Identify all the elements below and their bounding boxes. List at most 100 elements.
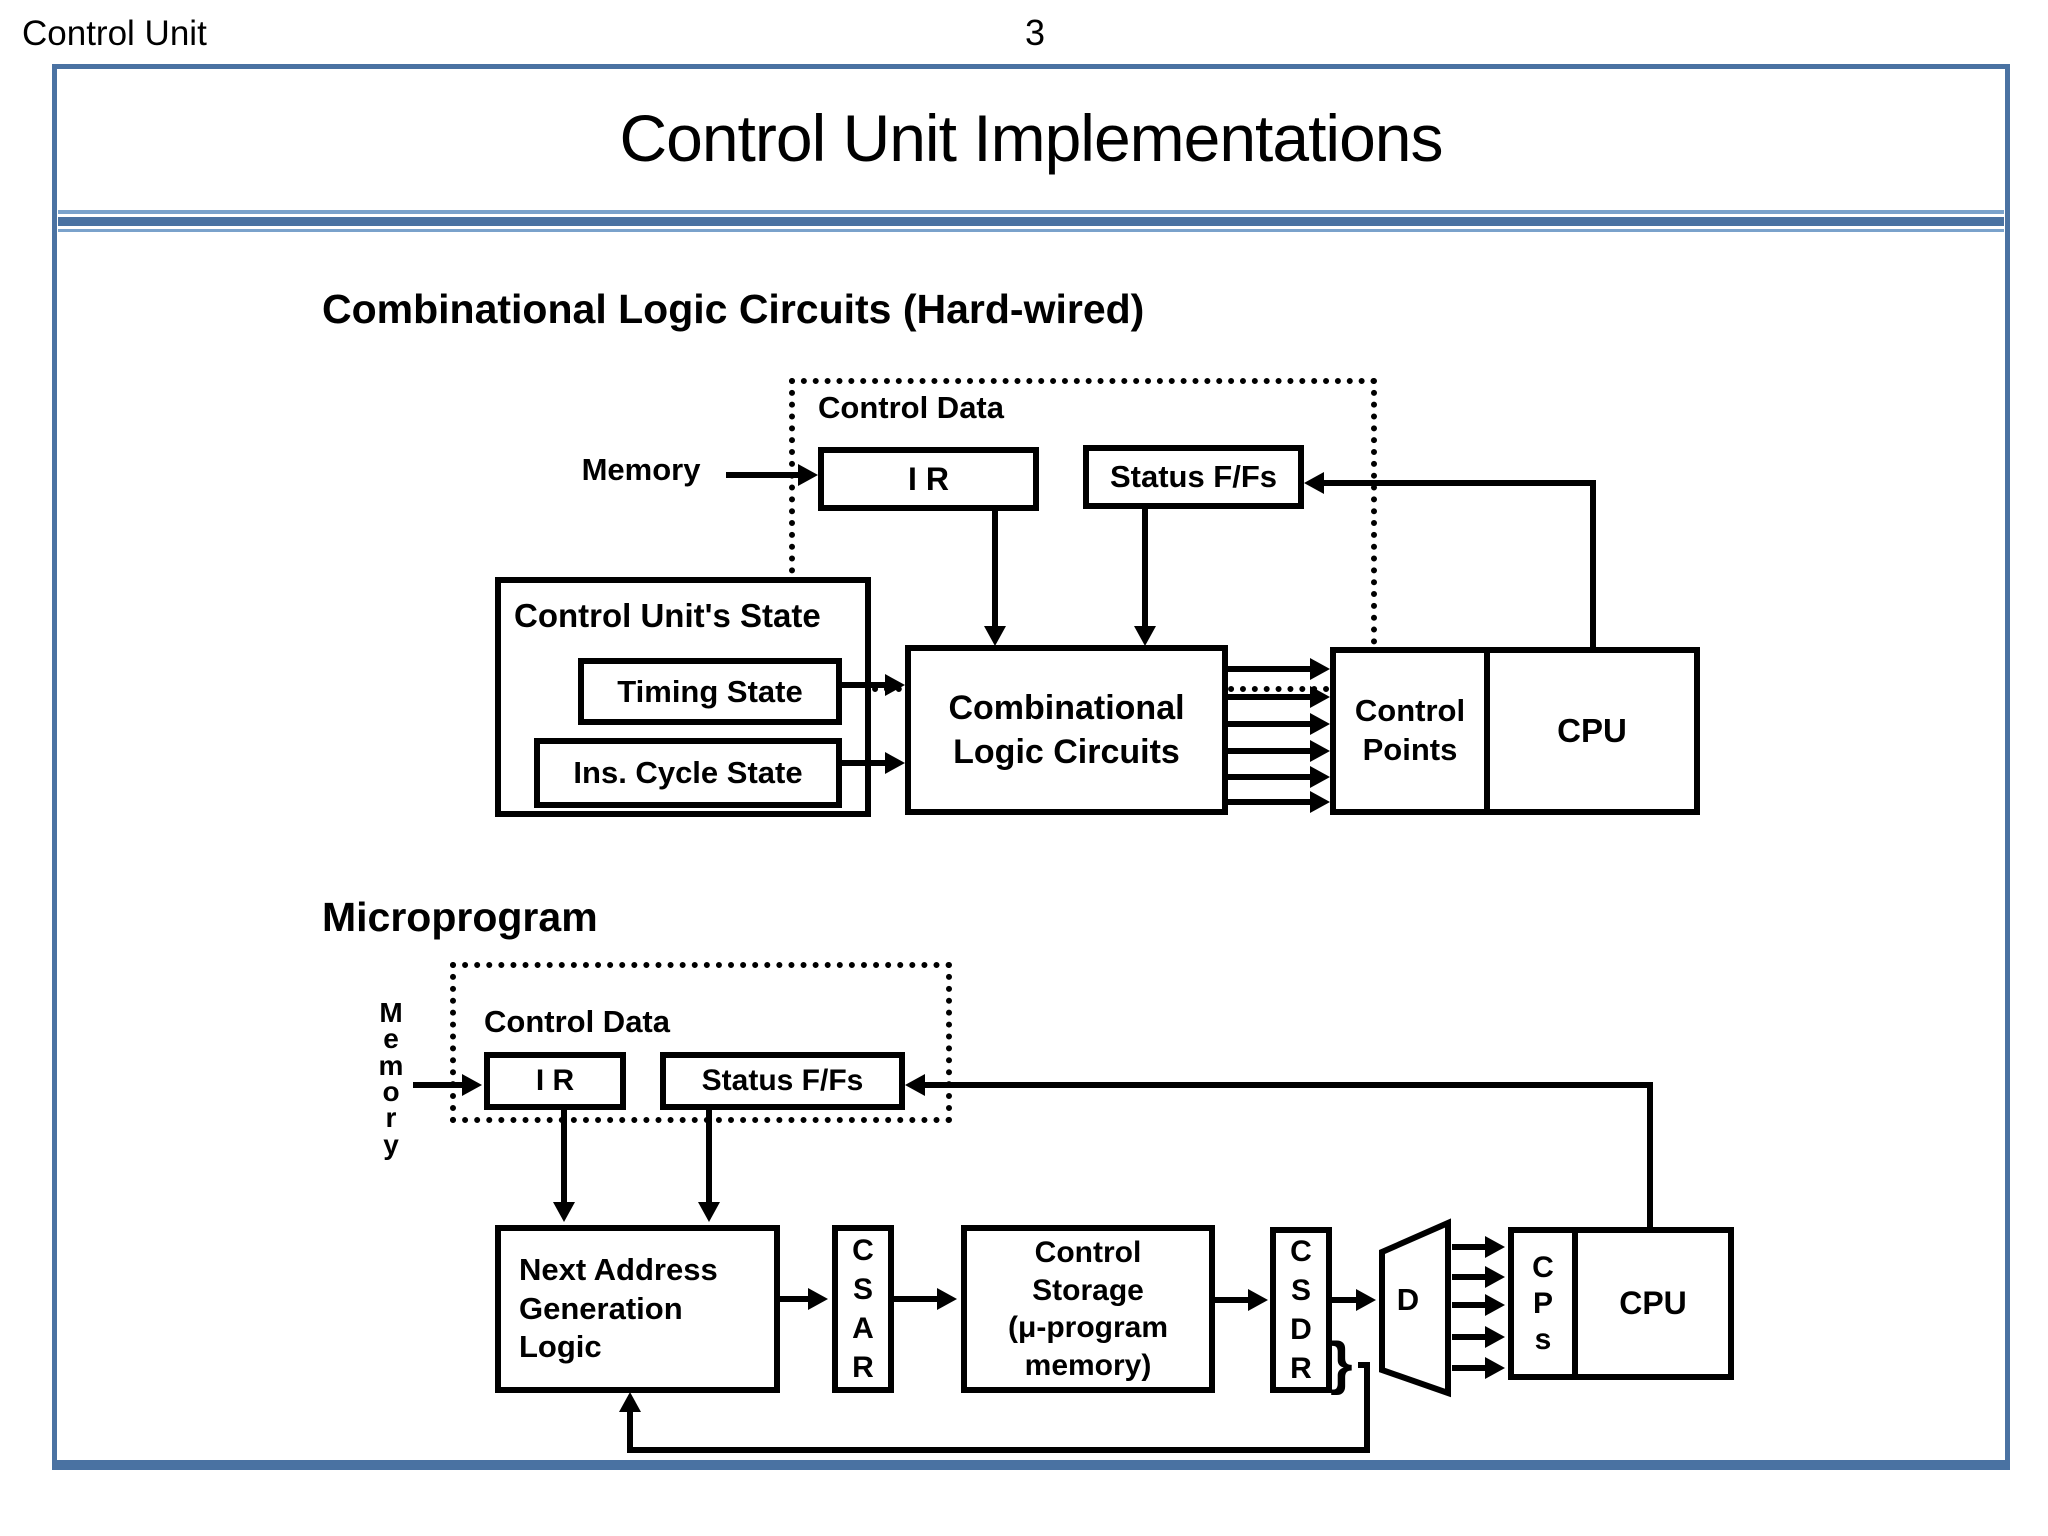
ins-cycle-state-label: Ins. Cycle State [573, 755, 803, 790]
control-signal-line-4 [1228, 748, 1313, 754]
hardwired-control-data-label: Control Data [818, 390, 1004, 425]
page-header-title: Control Unit [22, 14, 207, 53]
decoder-signal-line-2 [1452, 1274, 1488, 1280]
cpu-to-status-vline [1590, 483, 1596, 647]
control-signal-arrowhead-5 [1310, 766, 1330, 788]
control-signal-line-3 [1228, 721, 1313, 727]
control-storage-box: Control Storage (μ-program memory) [961, 1225, 1215, 1393]
csdr-brace: } [1330, 1331, 1353, 1396]
microprogram-heading: Microprogram [322, 894, 598, 940]
micro-status-ffs-box: Status F/Fs [660, 1052, 905, 1110]
decoder-signal-arrowhead-3 [1485, 1294, 1505, 1316]
csdr-to-decoder-arrowhead [1356, 1289, 1376, 1311]
control-units-state-label: Control Unit's State [514, 597, 821, 634]
decoder-signal-line-4 [1452, 1334, 1488, 1340]
control-storage-label: Control Storage (μ-program memory) [1007, 1236, 1169, 1382]
micro-cpu-to-status-hline [923, 1082, 1653, 1088]
micro-memory-label: M e m o r y [378, 997, 404, 1160]
micro-ir-down-line [561, 1110, 567, 1204]
hardwired-cpu-label: CPU [1557, 712, 1627, 749]
ins-to-clc-arrowhead [885, 752, 905, 774]
memory-to-ir-line [726, 472, 798, 478]
micro-ir-box: I R [484, 1052, 626, 1110]
timing-state-box: Timing State [578, 658, 842, 725]
cpu-to-status-hline [1322, 480, 1596, 486]
cpu-to-status-arrowhead [1304, 472, 1324, 494]
control-signal-arrowhead-3 [1310, 713, 1330, 735]
cs-to-csdr-arrowhead [1248, 1289, 1268, 1311]
status-to-clc-arrowhead [1134, 626, 1156, 646]
micro-status-down-arrowhead [698, 1202, 720, 1222]
csdr-box: C S D R [1270, 1227, 1332, 1393]
control-signal-line-5 [1228, 774, 1313, 780]
csar-to-cs-arrowhead [937, 1288, 957, 1310]
feedback-down-line [1364, 1362, 1370, 1453]
control-signal-line-6 [1228, 799, 1313, 805]
micro-memory-to-ir-arrowhead [462, 1074, 482, 1096]
page-number: 3 [1024, 12, 1046, 53]
nagl-to-csar-arrowhead [808, 1288, 828, 1310]
hardwired-memory-label: Memory [581, 452, 701, 487]
decoder-signal-arrowhead-5 [1485, 1357, 1505, 1379]
decoder-signal-arrowhead-1 [1485, 1236, 1505, 1258]
slide-title: Control Unit Implementations [619, 101, 1443, 175]
feedback-up-line [627, 1408, 633, 1450]
decoder-signal-line-5 [1452, 1365, 1488, 1371]
timing-to-clc-line [842, 682, 890, 688]
ins-cycle-state-box: Ins. Cycle State [534, 738, 842, 808]
ins-to-clc-line [842, 760, 890, 766]
control-points-label: Control Points [1354, 693, 1466, 767]
feedback-bottom-line [627, 1447, 1370, 1453]
feedback-up-arrowhead [619, 1392, 641, 1412]
csar-to-cs-line [894, 1296, 940, 1302]
control-signal-arrowhead-4 [1310, 740, 1330, 762]
control-signal-arrowhead-2 [1310, 686, 1330, 708]
clc-label: Combinational Logic Circuits [948, 688, 1185, 771]
cps-box: C P s [1508, 1227, 1578, 1380]
clc-box: Combinational Logic Circuits [905, 645, 1228, 815]
nagl-to-csar-line [780, 1296, 812, 1302]
micro-cpu-box: CPU [1572, 1227, 1734, 1380]
decoder-signal-line-3 [1452, 1302, 1488, 1308]
timing-state-label: Timing State [617, 673, 803, 709]
csdr-to-decoder-line [1332, 1297, 1360, 1303]
control-points-box: Control Points [1330, 647, 1490, 815]
micro-ir-down-arrowhead [553, 1202, 575, 1222]
hardwired-ir-label: I R [908, 460, 949, 497]
micro-control-data-label: Control Data [484, 1004, 670, 1039]
cs-to-csdr-line [1215, 1297, 1251, 1303]
memory-to-ir-arrowhead [798, 464, 818, 486]
decoder-label: D [1396, 1282, 1420, 1317]
timing-to-clc-arrowhead [885, 674, 905, 696]
micro-control-data-group [450, 962, 952, 1123]
micro-cpu-label: CPU [1619, 1285, 1687, 1321]
csar-box: C S A R [832, 1225, 894, 1393]
hardwired-status-ffs-box: Status F/Fs [1083, 445, 1304, 509]
micro-status-down-line [706, 1110, 712, 1204]
title-divider [58, 210, 2004, 232]
csdr-label: C S D R [1290, 1235, 1312, 1385]
control-signal-arrowhead-1 [1310, 658, 1330, 680]
control-signal-arrowhead-6 [1310, 791, 1330, 813]
ir-to-clc-arrowhead [984, 626, 1006, 646]
hardwired-cpu-box: CPU [1484, 647, 1700, 815]
hardwired-ir-box: I R [818, 447, 1039, 511]
micro-ir-label: I R [535, 1064, 575, 1097]
decoder-signal-arrowhead-2 [1485, 1266, 1505, 1288]
micro-memory-to-ir-line [413, 1082, 465, 1088]
hardwired-heading: Combinational Logic Circuits (Hard-wired… [322, 286, 1145, 332]
next-address-generation-logic-box: Next Address Generation Logic [495, 1225, 780, 1393]
micro-cpu-to-status-vline [1647, 1085, 1653, 1227]
decoder-trapezoid [1379, 1218, 1451, 1398]
next-address-generation-logic-label: Next Address Generation Logic [519, 1251, 718, 1365]
control-signal-line-2 [1228, 694, 1313, 700]
csar-label: C S A R [852, 1234, 874, 1384]
decoder-signal-arrowhead-4 [1485, 1326, 1505, 1348]
control-signal-line-1 [1228, 666, 1313, 672]
decoder-signal-line-1 [1452, 1244, 1488, 1250]
ir-to-clc-line [992, 510, 998, 626]
micro-cpu-to-status-arrowhead [905, 1074, 925, 1096]
micro-status-ffs-label: Status F/Fs [701, 1064, 864, 1097]
status-to-clc-line [1142, 508, 1148, 626]
cps-label: C P s [1532, 1250, 1554, 1356]
